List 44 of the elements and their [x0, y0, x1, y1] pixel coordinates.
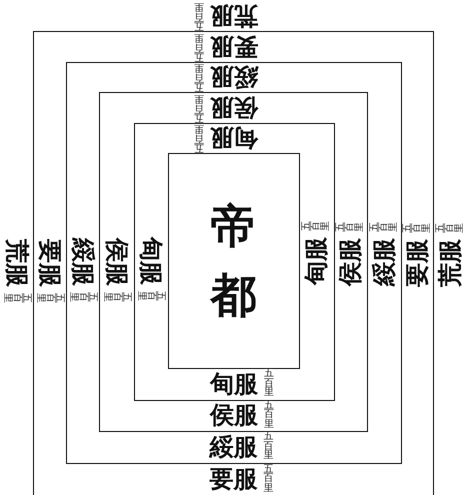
zone-name: 要服 [38, 238, 62, 286]
zone-name: 荒服 [4, 239, 28, 287]
zone-name: 荒服 [210, 4, 258, 28]
zone-name: 要服 [210, 467, 258, 491]
distance-label: 五百里 [194, 63, 204, 92]
zone-name: 侯服 [210, 403, 258, 428]
zone-name: 甸服 [210, 372, 258, 396]
capital-box [168, 153, 300, 369]
distance-label: 五百里 [402, 222, 431, 232]
zone-name: 荒服 [438, 239, 462, 287]
zone-frame [33, 31, 434, 495]
zone-frame [99, 92, 368, 432]
zone-frame [134, 122, 334, 400]
zone-name: 侯服 [338, 238, 362, 286]
zone-name: 綏服 [70, 238, 95, 286]
distance-label: 五百里 [264, 400, 274, 430]
distance-label: 五百里 [137, 291, 166, 301]
zone-name: 要服 [210, 34, 258, 59]
distance-label: 五百里 [36, 292, 64, 302]
distance-label: 五百里 [264, 432, 274, 461]
zone-name: 甸服 [139, 237, 164, 285]
zone-name: 侯服 [210, 96, 258, 120]
distance-label: 五百里 [336, 222, 364, 232]
distance-label: 五百里 [369, 222, 398, 232]
zone-name: 侯服 [104, 238, 129, 286]
distance-label: 五百里 [194, 32, 204, 62]
distance-label: 五百里 [2, 293, 31, 303]
distance-label: 五百里 [264, 464, 274, 493]
zone-name: 綏服 [210, 65, 258, 90]
distance-label: 五百里 [194, 94, 204, 122]
zone-name: 要服 [404, 238, 429, 286]
distance-label: 五百里 [194, 124, 204, 153]
distance-label: 五百里 [194, 2, 204, 30]
zone-name: 綏服 [372, 238, 396, 286]
capital-label: 帝都 [210, 198, 256, 324]
zone-name: 甸服 [210, 126, 258, 150]
zone-name: 甸服 [304, 237, 328, 285]
distance-label: 五百里 [102, 292, 132, 302]
distance-label: 五百里 [435, 223, 464, 233]
distance-label: 五百里 [68, 292, 98, 302]
zone-frame [66, 62, 402, 464]
distance-label: 五百里 [302, 221, 330, 231]
distance-label: 五百里 [264, 369, 274, 398]
zone-name: 綏服 [210, 434, 258, 459]
